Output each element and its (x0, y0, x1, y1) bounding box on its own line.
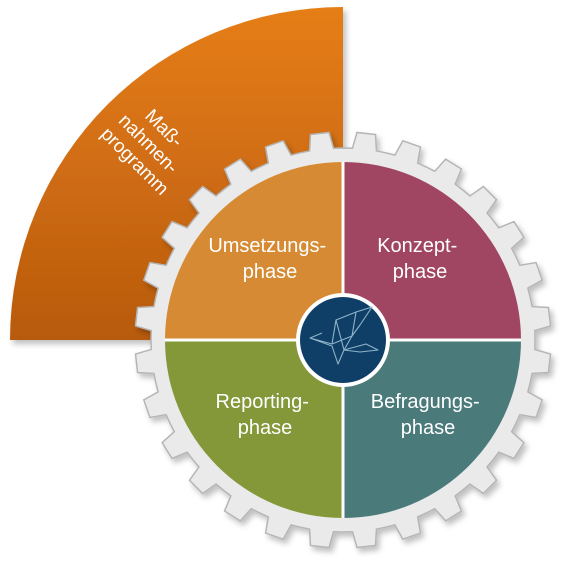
umsetzungsphase-label: Umsetzungs- phase (208, 235, 331, 283)
befragungsphase-label-line-1: Befragungs- (371, 391, 480, 413)
reportingphase-label: Reporting- phase (216, 391, 315, 439)
umsetzungsphase-label-line-2: phase (243, 261, 298, 283)
konzeptphase-label-line-2: phase (393, 261, 448, 283)
umsetzungsphase-label-line-1: Umsetzungs- (208, 235, 326, 257)
reportingphase-label-line-2: phase (238, 417, 293, 439)
reportingphase-segment (165, 340, 343, 518)
reportingphase-label-line-1: Reporting- (216, 391, 309, 413)
konzeptphase-label-line-1: Konzept- (377, 235, 457, 257)
origami-bird-icon (309, 306, 379, 365)
massnahmenprogramm-label: Maß- nahmen- programm (96, 93, 203, 200)
befragungsphase-label: Befragungs- phase (371, 391, 486, 439)
umsetzungsphase-segment (165, 162, 343, 340)
befragungsphase-label-line-2: phase (401, 417, 456, 439)
konzeptphase-label: Konzept- phase (377, 235, 463, 283)
befragungsphase-segment (343, 340, 521, 518)
konzeptphase-segment (343, 162, 521, 340)
